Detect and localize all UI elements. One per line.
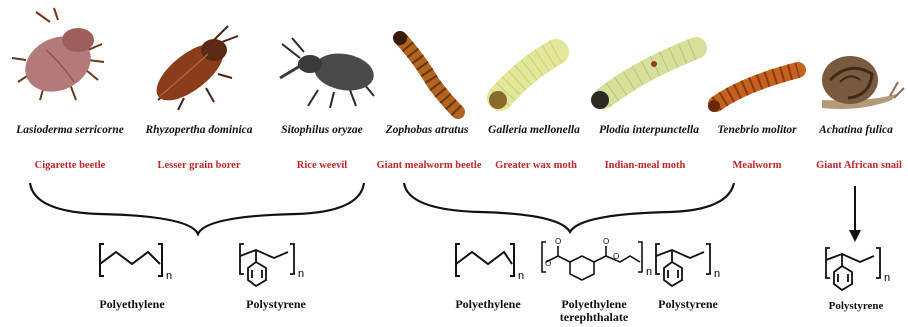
polymer-name-polystyrene-2: Polystyrene bbox=[658, 298, 718, 311]
polyethylene-structure-2 bbox=[456, 244, 514, 276]
polymer-name-pet: Polyethylene terephthalate bbox=[560, 298, 628, 324]
polymer-name-polyethylene-2: Polyethylene bbox=[455, 298, 520, 311]
subscript-n: n bbox=[714, 268, 720, 280]
group-brace-2 bbox=[404, 183, 734, 232]
subscript-n: n bbox=[646, 266, 652, 278]
subscript-n: n bbox=[166, 270, 172, 282]
svg-text:O: O bbox=[603, 237, 609, 246]
polystyrene-structure-2 bbox=[656, 244, 710, 286]
polymer-name-polystyrene-1: Polystyrene bbox=[246, 298, 306, 311]
subscript-n: n bbox=[298, 268, 304, 280]
svg-text:O: O bbox=[555, 237, 561, 246]
polymer-name-polystyrene-3: Polystyrene bbox=[829, 300, 884, 313]
down-arrow bbox=[849, 186, 861, 242]
subscript-n: n bbox=[884, 272, 890, 284]
polystyrene-structure-1 bbox=[240, 244, 294, 286]
svg-text:O: O bbox=[545, 259, 551, 268]
polystyrene-structure-3 bbox=[826, 248, 880, 290]
polymer-name-polyethylene-1: Polyethylene bbox=[99, 298, 164, 311]
subscript-n: n bbox=[518, 270, 524, 282]
pet-atoms: O O O O bbox=[545, 237, 619, 268]
group-brace-1 bbox=[30, 183, 364, 234]
pet-structure bbox=[542, 242, 642, 280]
polyethylene-structure-1 bbox=[100, 244, 162, 276]
svg-text:O: O bbox=[613, 252, 619, 261]
